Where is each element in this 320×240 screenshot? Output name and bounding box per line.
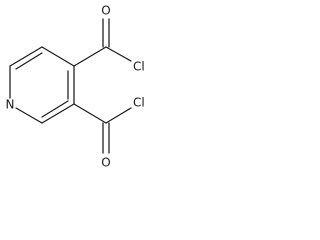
chlorine-label-bottom: Cl — [133, 96, 145, 110]
bond-c3-carbonyl — [73, 103, 107, 124]
chlorine-label-top: Cl — [133, 60, 145, 74]
structural-formula: O Cl O Cl N — [6, 4, 145, 170]
acyl-chloride-bottom: O Cl — [73, 96, 145, 170]
ring-bond — [41, 103, 75, 124]
bond-c4-carbonyl — [73, 46, 107, 67]
bond-carbonyl-chlorine — [105, 46, 132, 62]
pyridine-ring — [9, 46, 75, 124]
oxygen-label-top: O — [101, 4, 110, 18]
ring-bond — [9, 46, 43, 67]
oxygen-label-bottom: O — [101, 156, 110, 170]
acyl-chloride-top: O Cl — [73, 4, 145, 74]
ring-bond-inner — [41, 100, 69, 118]
nitrogen-label: N — [6, 98, 15, 112]
bond-carbonyl-chlorine — [105, 107, 132, 124]
ring-bond-inner — [15, 52, 43, 70]
ring-bond — [41, 46, 75, 67]
ring-bond — [15, 107, 43, 124]
